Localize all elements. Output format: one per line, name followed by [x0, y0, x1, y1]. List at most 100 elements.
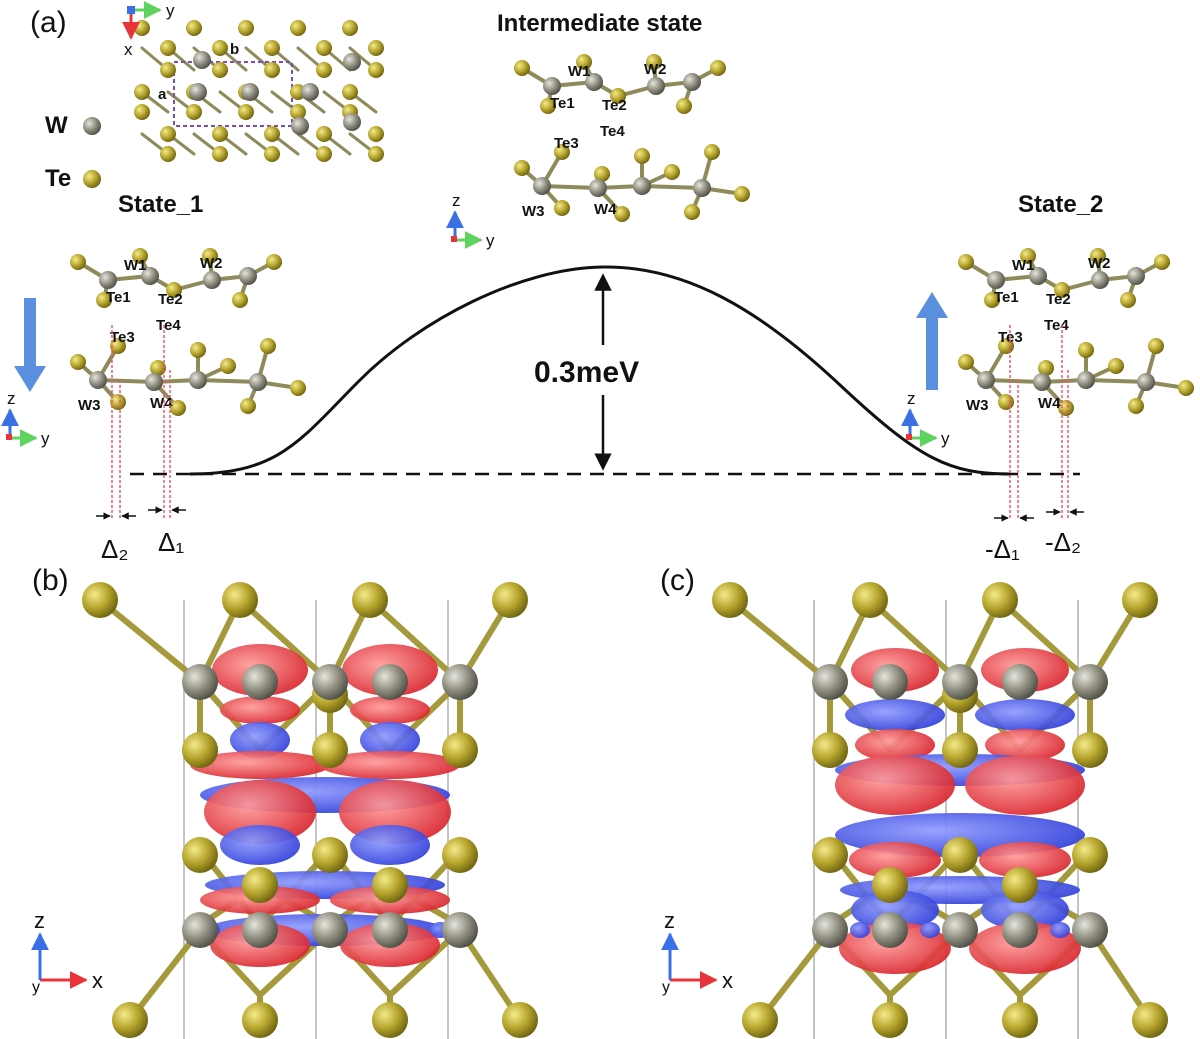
axis-y-label: y [941, 429, 950, 448]
w-atom [189, 371, 207, 389]
te-atom [264, 126, 280, 142]
te-atom [202, 248, 218, 264]
energy-barrier-curve: 0.3meV [130, 265, 1080, 476]
legend-te-atom [83, 170, 101, 188]
top-view-structure: a b [134, 20, 384, 162]
te-atom [266, 254, 282, 270]
state2-title: State_2 [1018, 191, 1103, 218]
charge-loss-lobe [230, 722, 290, 758]
bond [757, 927, 833, 1023]
w-atom [1029, 267, 1047, 285]
te-atom [212, 40, 228, 56]
te-atom [342, 20, 358, 36]
w-atom [442, 664, 478, 700]
w-atom [647, 77, 665, 95]
te-atom [442, 732, 478, 768]
legend-w-atom [83, 117, 101, 135]
w-atom [189, 83, 207, 101]
te-atom [1072, 837, 1108, 873]
bond [984, 378, 1044, 384]
svg-text:y: y [166, 1, 175, 20]
te-atom [1128, 398, 1144, 414]
axis-indicator-zx: zxy [31, 908, 103, 996]
w-atom [343, 113, 361, 131]
te-atom [812, 732, 848, 768]
te-atom [212, 126, 228, 142]
axis-z-label: z [664, 908, 675, 933]
te-atom [290, 380, 306, 396]
w-atom [1002, 664, 1038, 700]
te-atom [610, 88, 626, 104]
te-atom [170, 400, 186, 416]
te-atom [1054, 282, 1070, 298]
bond [867, 597, 963, 685]
te-atom [110, 338, 126, 354]
bond [96, 378, 156, 384]
charge-gain-lobe [855, 729, 935, 761]
bond [1084, 378, 1148, 384]
panel-label-b: (b) [32, 564, 69, 597]
atom-label: Te2 [1046, 291, 1071, 308]
te-atom [134, 84, 150, 100]
w-atom [812, 664, 848, 700]
te-atom [260, 338, 276, 354]
bond [237, 597, 333, 685]
te-atom [1154, 254, 1170, 270]
te-atom [502, 1002, 538, 1038]
te-atom [554, 200, 570, 216]
charge-loss-lobe [850, 922, 870, 938]
atom-label: Te3 [110, 329, 135, 346]
legend-w-label: W [45, 112, 68, 139]
w-atom [249, 373, 267, 391]
charge-loss-lobe [220, 825, 300, 865]
te-atom [1148, 338, 1164, 354]
w-atom [182, 912, 218, 948]
charge-loss-lobe [350, 825, 430, 865]
axis-y-label: y [662, 979, 670, 996]
te-atom [182, 732, 218, 768]
te-atom [212, 62, 228, 78]
te-atom [872, 867, 908, 903]
te-atom [712, 582, 748, 618]
te-atom [368, 146, 384, 162]
w-atom [633, 177, 651, 195]
charge-gain-lobe [220, 696, 300, 724]
charge-gain-lobe [320, 751, 460, 779]
te-atom [240, 398, 256, 414]
charge-gain-lobe [339, 780, 451, 844]
polarization-arrow-down [14, 298, 46, 392]
w-atom [977, 371, 995, 389]
atom-label: W1 [1012, 257, 1035, 274]
atom-label: Te2 [602, 97, 627, 114]
w-atom [942, 912, 978, 948]
atom-label: Te1 [106, 289, 131, 306]
atom-label: W3 [78, 397, 101, 414]
w-atom [99, 271, 117, 289]
charge-loss-lobe [845, 699, 945, 731]
bond [640, 184, 704, 190]
charge-gain-lobe [204, 780, 316, 844]
charge-density-panel-c: zxy [661, 582, 1168, 1039]
w-atom [89, 371, 107, 389]
atom-label: Te2 [158, 291, 183, 308]
atom-label: Te1 [550, 95, 575, 112]
lattice-b-label: b [230, 41, 239, 58]
w-atom [812, 912, 848, 948]
axis-z-label: z [907, 389, 916, 408]
atom-label: Te4 [156, 317, 181, 334]
charge-gain-lobe [965, 755, 1085, 815]
w-atom [683, 73, 701, 91]
atom-label: W4 [1038, 395, 1061, 412]
bond [196, 378, 260, 384]
charge-loss-lobe [1050, 922, 1070, 938]
te-atom [984, 292, 1000, 308]
axis-z-label: z [34, 908, 45, 933]
axis-indicator-zy: zy [446, 191, 495, 250]
te-atom [852, 582, 888, 618]
w-atom [987, 271, 1005, 289]
te-atom [238, 20, 254, 36]
te-atom [742, 1002, 778, 1038]
charge-density-panel-b: zxy [31, 582, 538, 1039]
te-atom [232, 292, 248, 308]
